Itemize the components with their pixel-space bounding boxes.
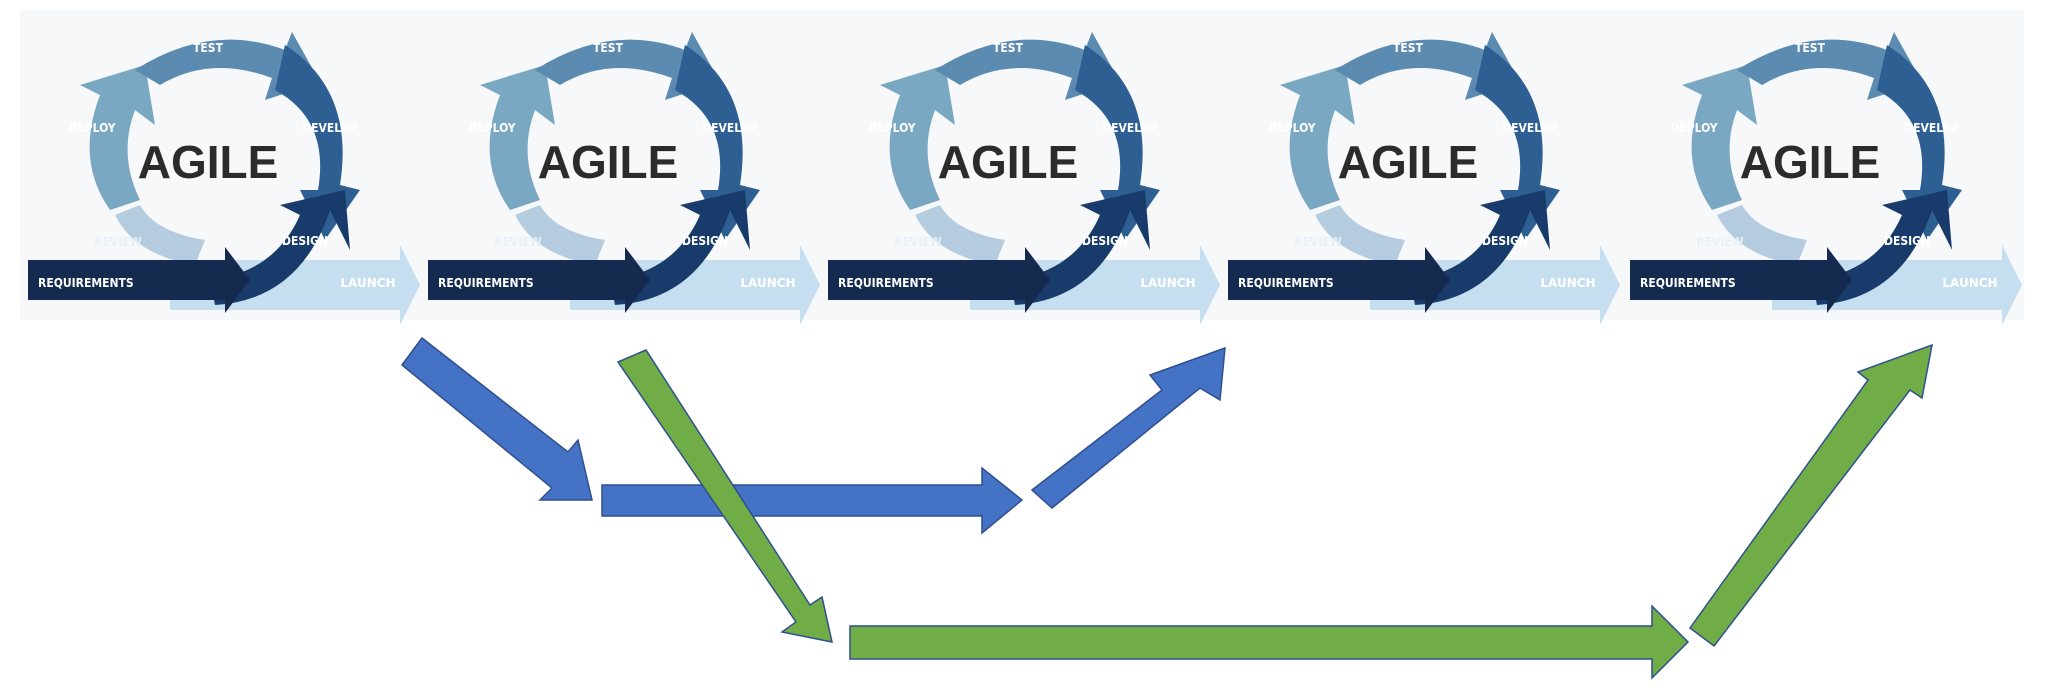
stage-review-label: REVIEW — [1294, 235, 1341, 249]
green-arrow-right — [849, 604, 1690, 680]
stage-review-label: REVIEW — [494, 235, 541, 249]
green-arrow-up — [1688, 343, 1933, 648]
stage-design-label: DESIGN — [282, 234, 328, 248]
stage-requirements-label: REQUIREMENTS — [838, 276, 934, 290]
stage-test-label: TEST — [993, 41, 1024, 55]
stage-launch-label: LAUNCH — [1540, 276, 1595, 290]
stage-test-label: TEST — [1795, 41, 1826, 55]
stage-develop-label: DEVELOP — [1904, 121, 1960, 135]
agile-cycle-1: AGILE TEST DEVELOP DESIGN REVIEW DEPLOY … — [20, 10, 422, 325]
agile-cycle-4: AGILE TEST DEVELOP DESIGN REVIEW DEPLOY … — [1220, 10, 1622, 325]
stage-launch-label: LAUNCH — [1942, 276, 1997, 290]
stage-deploy-label: DEPLOY — [1670, 121, 1717, 135]
blue-arrow-right — [601, 466, 1024, 535]
agile-cycle-2: AGILE TEST DEVELOP DESIGN REVIEW DEPLOY … — [420, 10, 822, 325]
stage-requirements-label: REQUIREMENTS — [1640, 276, 1736, 290]
stage-test-label: TEST — [193, 41, 224, 55]
agile-title: AGILE — [1740, 136, 1881, 188]
stage-deploy-label: DEPLOY — [468, 121, 515, 135]
agile-title: AGILE — [138, 136, 279, 188]
stage-design-label: DESIGN — [1082, 234, 1128, 248]
blue-arrow-up — [1030, 346, 1226, 509]
stage-test-label: TEST — [1393, 41, 1424, 55]
stage-develop-label: DEVELOP — [702, 121, 758, 135]
stage-requirements-label: REQUIREMENTS — [1238, 276, 1334, 290]
agile-cycle-3: AGILE TEST DEVELOP DESIGN REVIEW DEPLOY … — [820, 10, 1222, 325]
blue-flow-path — [400, 336, 1226, 535]
stage-review-label: REVIEW — [1696, 235, 1743, 249]
stage-deploy-label: DEPLOY — [1268, 121, 1315, 135]
stage-review-label: REVIEW — [94, 235, 141, 249]
green-flow-path — [616, 343, 1933, 680]
stage-design-label: DESIGN — [1482, 234, 1528, 248]
stage-review-label: REVIEW — [894, 235, 941, 249]
stage-launch-label: LAUNCH — [740, 276, 795, 290]
stage-design-label: DESIGN — [1884, 234, 1930, 248]
stage-launch-label: LAUNCH — [340, 276, 395, 290]
agile-cycle-5: AGILE TEST DEVELOP DESIGN REVIEW DEPLOY … — [1622, 10, 2024, 325]
stage-deploy-label: DEPLOY — [868, 121, 915, 135]
stage-requirements-label: REQUIREMENTS — [38, 276, 134, 290]
stage-requirements-label: REQUIREMENTS — [438, 276, 534, 290]
stage-design-label: DESIGN — [682, 234, 728, 248]
stage-deploy-label: DEPLOY — [68, 121, 115, 135]
stage-develop-label: DEVELOP — [1102, 121, 1158, 135]
stage-develop-label: DEVELOP — [1502, 121, 1558, 135]
stage-develop-label: DEVELOP — [302, 121, 358, 135]
stage-test-label: TEST — [593, 41, 624, 55]
green-arrow-down — [616, 349, 833, 643]
agile-title: AGILE — [538, 136, 679, 188]
stage-launch-label: LAUNCH — [1140, 276, 1195, 290]
agile-title: AGILE — [1338, 136, 1479, 188]
blue-arrow-down — [400, 336, 593, 501]
agile-title: AGILE — [938, 136, 1079, 188]
